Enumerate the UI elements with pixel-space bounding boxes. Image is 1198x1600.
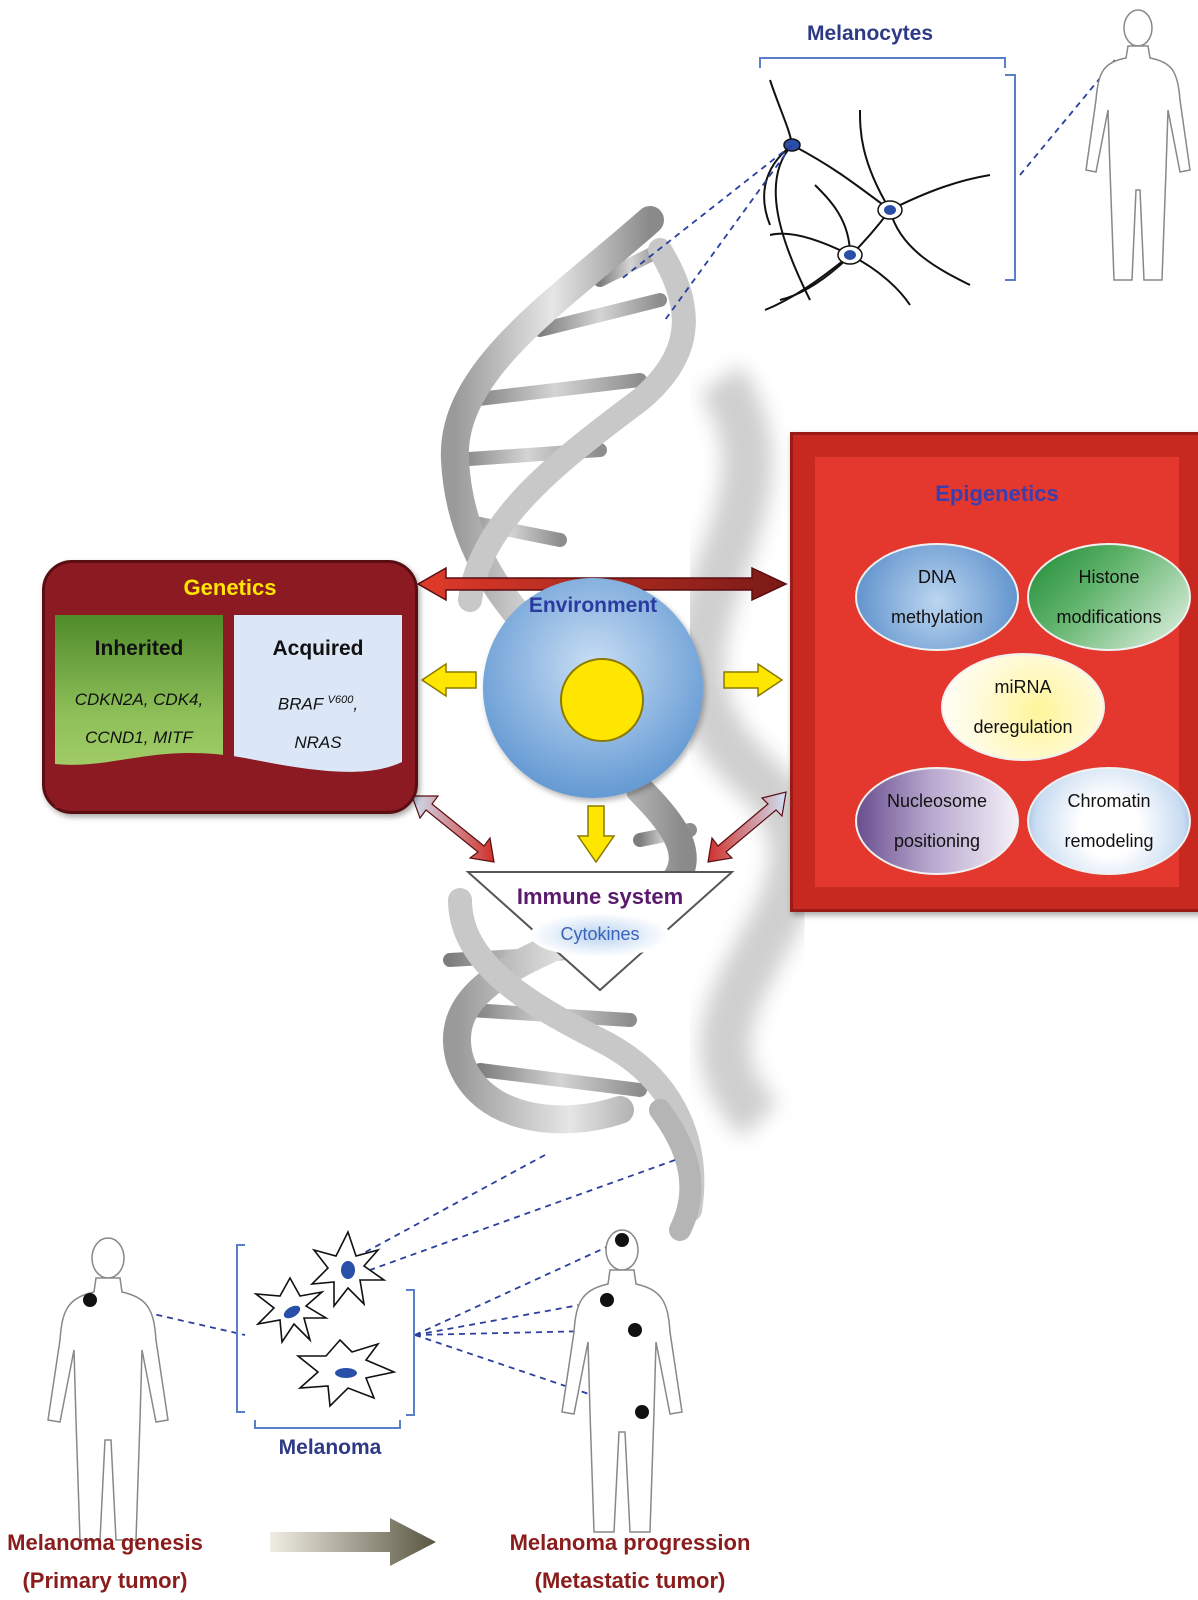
oval-line: miRNA [994, 677, 1052, 697]
oval-line: deregulation [973, 717, 1073, 737]
chromatin-remodeling-oval: Chromatin remodeling [1027, 767, 1191, 875]
nucleosome-positioning-oval: Nucleosome positioning [855, 767, 1019, 875]
braf-comma: , [353, 694, 359, 714]
oval-line: Histone [1078, 567, 1140, 587]
human-silhouette-bottom-right [561, 1229, 683, 1533]
inherited-heading: Inherited [94, 637, 184, 660]
melanocyte-cells [763, 79, 991, 311]
human-silhouette-top [1085, 9, 1191, 281]
inherited-genes-line-1: CDKN2A, CDK4, [74, 690, 204, 709]
arrow-epigenetics-immune [707, 791, 787, 863]
arrow-genetics-immune [411, 795, 495, 863]
arrow-env-to-epigenetics [723, 662, 784, 698]
oval-line: remodeling [1064, 831, 1154, 851]
melanoma-cells [253, 1229, 397, 1408]
metastatic-tumor-label: (Metastatic tumor) [534, 1568, 726, 1593]
primary-tumor-label: (Primary tumor) [22, 1568, 188, 1593]
melanoma-group [236, 1229, 415, 1429]
genetics-title: Genetics [183, 575, 277, 600]
inherited-panel: Inherited CDKN2A, CDK4, CCND1, MITF [55, 615, 223, 785]
progression-arrow [270, 1518, 436, 1566]
braf-superscript: V600 [327, 694, 354, 706]
oval-line: modifications [1056, 607, 1162, 627]
human-silhouette-bottom-left [47, 1237, 169, 1541]
cytokines-label: Cytokines [560, 924, 640, 944]
oval-line: DNA [917, 567, 956, 587]
dna-shadow [674, 365, 820, 1138]
oval-line: Chromatin [1067, 791, 1151, 811]
melanoma-genesis-label: Melanoma genesis [7, 1530, 203, 1555]
acquired-panel: Acquired BRAF V600, NRAS [234, 615, 402, 785]
melanoma-progression-label: Melanoma progression [509, 1530, 751, 1555]
oval-line: methylation [890, 607, 984, 627]
acquired-genes: BRAF V600, NRAS [234, 681, 402, 762]
histone-modifications-oval: Histone modifications [1027, 543, 1191, 651]
inherited-genes-line-2: CCND1, MITF [85, 728, 193, 747]
arrow-env-to-immune [576, 805, 616, 864]
inherited-genes: CDKN2A, CDK4, CCND1, MITF [55, 681, 223, 757]
immune-system-title: Immune system [516, 884, 684, 909]
environment-title: Environment [528, 594, 658, 617]
arrow-env-to-genetics [420, 662, 477, 698]
genetics-wave [55, 752, 402, 808]
melanoma-label: Melanoma [278, 1436, 382, 1459]
acquired-heading: Acquired [272, 637, 364, 660]
oval-line: positioning [893, 831, 981, 851]
melanocytes-label: Melanocytes [806, 22, 934, 45]
melanocytes-group [759, 57, 1016, 311]
epigenetics-box: Epigenetics DNA methylation Histone modifi… [790, 432, 1198, 912]
immune-triangle [465, 871, 735, 992]
mirna-deregulation-oval: miRNA deregulation [941, 653, 1105, 761]
acquired-genes-line-1: BRAF V600, [234, 681, 402, 724]
sun-core [560, 658, 644, 742]
tumor-spots [83, 1233, 649, 1419]
epigenetics-title: Epigenetics [935, 481, 1059, 506]
acquired-genes-line-2: NRAS [294, 732, 342, 752]
braf-label: BRAF [277, 694, 323, 714]
epigenetics-inner: Epigenetics DNA methylation Histone modifi… [815, 457, 1191, 887]
genetics-box: Genetics Inherited CDKN2A, CDK4, CCND1, … [42, 560, 418, 814]
dna-methylation-oval: DNA methylation [855, 543, 1019, 651]
oval-line: Nucleosome [886, 791, 988, 811]
